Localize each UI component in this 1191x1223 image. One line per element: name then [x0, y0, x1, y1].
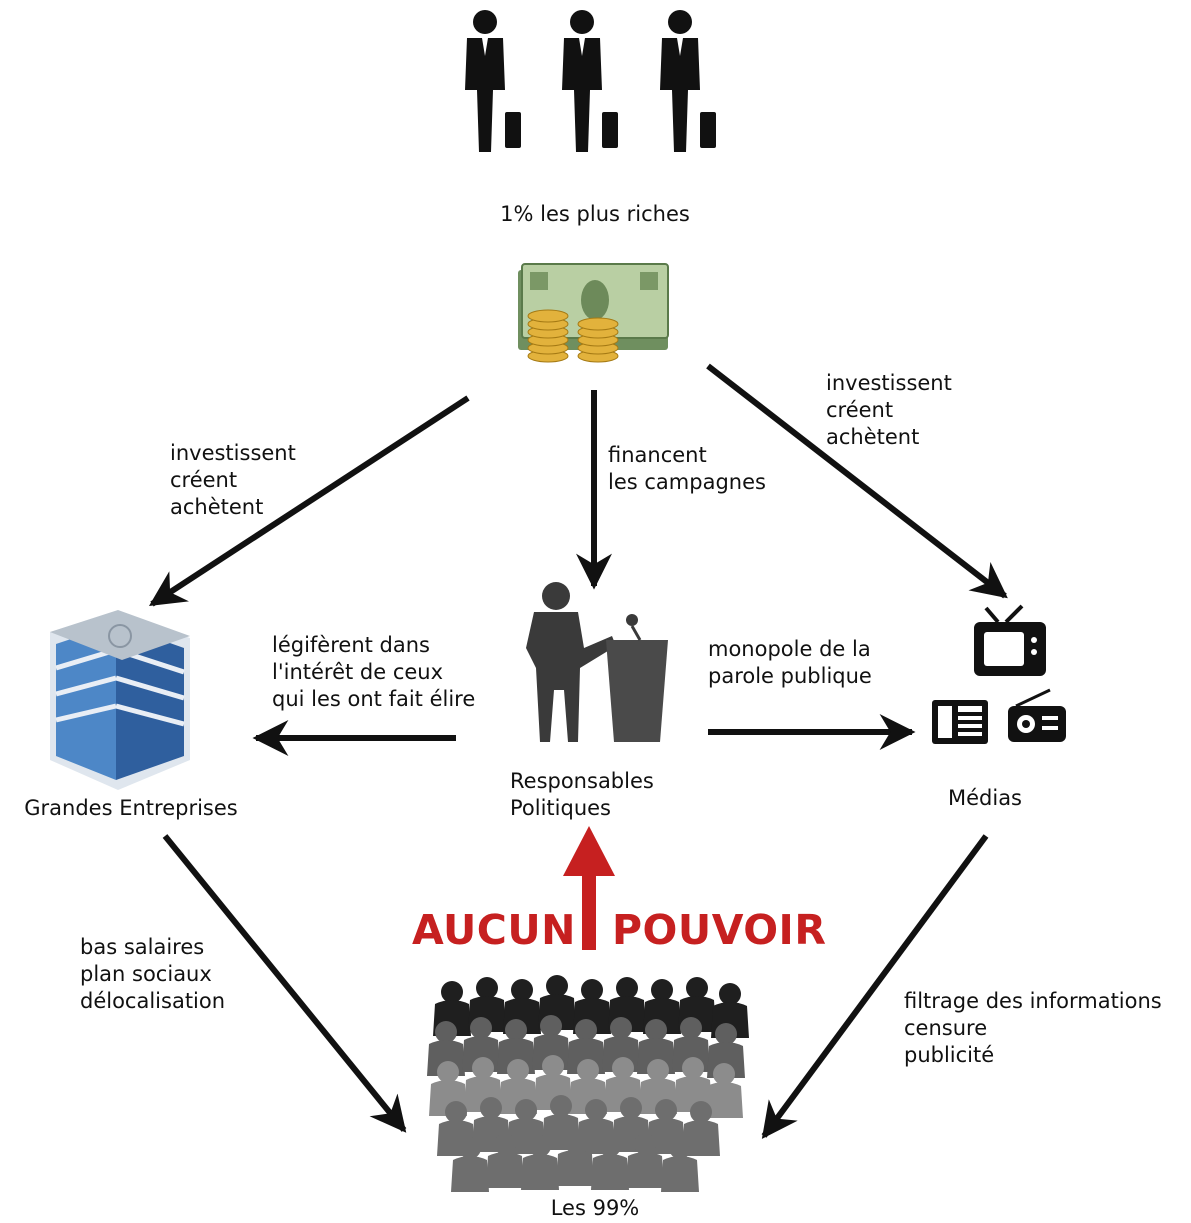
politicians-label: Responsables Politiques [510, 769, 654, 820]
arrow-media-to-people [761, 834, 989, 1139]
label-rich-to-politicians: financent les campagnes [608, 443, 766, 494]
power-text-left: AUCUN [412, 906, 576, 954]
people-label: Les 99% [550, 1196, 640, 1220]
label-media-to-people: filtrage des informations censure public… [904, 989, 1162, 1067]
companies-label: Grandes Entreprises [24, 796, 238, 820]
arrow-companies-to-people [162, 834, 407, 1133]
label-rich-to-companies: investissent créent achètent [170, 441, 296, 519]
company-building-icon [50, 610, 190, 790]
label-rich-to-media: investissent créent achètent [826, 371, 952, 449]
power-text-right: POUVOIR [612, 906, 827, 954]
television-icon [974, 604, 1046, 676]
politician-icon [526, 582, 668, 742]
newspaper-icon [932, 700, 988, 744]
label-companies-to-people: bas salaires plan sociaux délocalisation [80, 935, 226, 1013]
media-label: Médias [947, 786, 1022, 810]
crowd-icon [427, 975, 749, 1192]
label-politicians-to-media: monopole de la parole publique [708, 637, 872, 688]
radio-icon [1008, 688, 1066, 742]
wealthy-people-icon [465, 10, 716, 152]
power-arrow [563, 826, 615, 950]
label-politicians-to-companies: légifèrent dans l'intérêt de ceux qui le… [272, 633, 476, 711]
arrow-rich-to-media [706, 363, 1008, 599]
money-icon [518, 263, 669, 363]
arrow-rich-to-companies [148, 395, 470, 607]
rich-label: 1% les plus riches [500, 202, 690, 226]
